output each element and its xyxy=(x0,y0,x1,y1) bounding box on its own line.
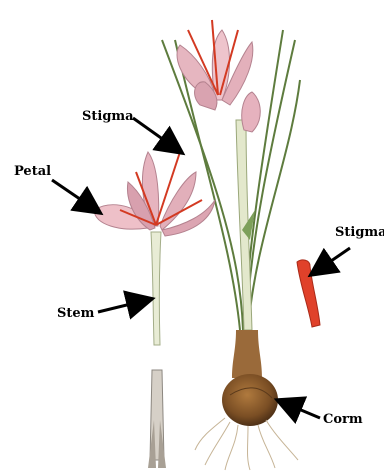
label-corm: Corm xyxy=(323,413,363,426)
small-stem xyxy=(151,232,161,345)
arrow-petal xyxy=(52,180,96,210)
leaves xyxy=(162,30,300,330)
label-stem: Stem xyxy=(57,307,94,320)
arrow-corm xyxy=(282,402,320,418)
arrow-stigma-right xyxy=(315,248,350,272)
flower-bud xyxy=(242,92,261,132)
small-flower xyxy=(94,152,215,236)
label-stigma-right: Stigma xyxy=(335,226,384,239)
arrow-stem xyxy=(98,300,147,312)
label-petal: Petal xyxy=(14,165,51,178)
roots xyxy=(195,418,298,470)
label-stigma-top: Stigma xyxy=(82,110,134,123)
corm xyxy=(222,374,278,426)
corm-neck xyxy=(232,330,262,378)
arrow-stigma-top xyxy=(133,118,178,150)
pistil-detail xyxy=(148,370,166,468)
